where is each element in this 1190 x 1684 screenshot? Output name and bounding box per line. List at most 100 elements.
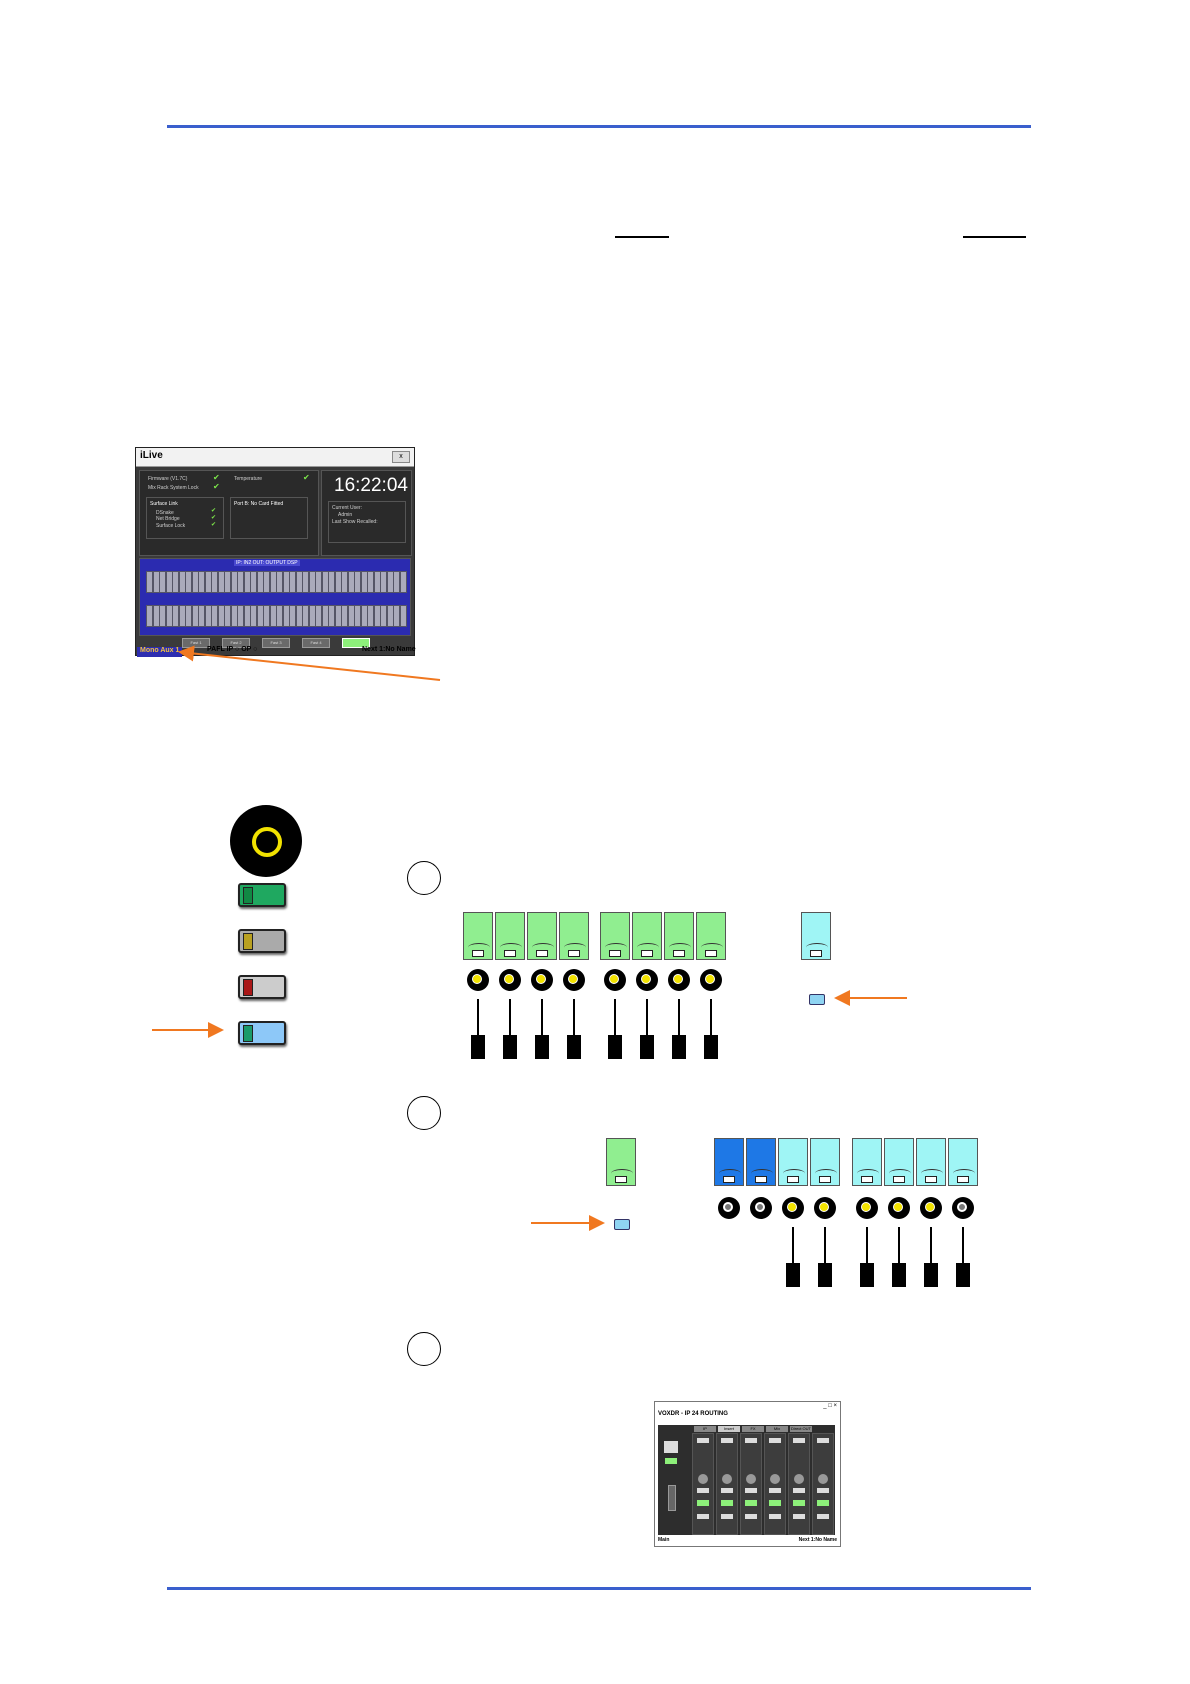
rotary-knob-icon[interactable] xyxy=(750,1197,772,1219)
fader[interactable] xyxy=(535,999,549,1059)
routing-tab[interactable]: Direct OUT xyxy=(790,1426,812,1432)
status-right: Next 1:No Name xyxy=(362,646,416,653)
fader[interactable] xyxy=(503,999,517,1059)
channel-strip[interactable] xyxy=(810,1138,840,1186)
close-button[interactable]: x xyxy=(392,451,410,463)
route-button[interactable] xyxy=(817,1438,829,1443)
channel-strip[interactable] xyxy=(916,1138,946,1186)
fader[interactable] xyxy=(860,1227,874,1287)
window-controls-icon[interactable]: _ □ × xyxy=(823,1403,837,1409)
rotary-knob-icon[interactable] xyxy=(636,969,658,991)
routing-tab[interactable]: Insert xyxy=(718,1426,740,1432)
fader[interactable] xyxy=(471,999,485,1059)
fast-2-button[interactable]: Fast 2 xyxy=(222,638,250,648)
knob-center xyxy=(819,1202,829,1212)
rotary-knob-icon[interactable] xyxy=(952,1197,974,1219)
check-icon: ✔ xyxy=(211,515,217,521)
fast-3-button[interactable]: Fast 3 xyxy=(262,638,290,648)
channel-strip[interactable] xyxy=(527,912,557,960)
channel-strip[interactable] xyxy=(746,1138,776,1186)
gain-knob-icon[interactable] xyxy=(818,1474,828,1484)
rotary-knob-icon[interactable] xyxy=(467,969,489,991)
mini-mix-key-icon[interactable] xyxy=(809,994,825,1005)
rotary-knob-icon[interactable] xyxy=(920,1197,942,1219)
knob-center xyxy=(957,1202,967,1212)
fader[interactable] xyxy=(640,999,654,1059)
route-on-button[interactable] xyxy=(697,1500,709,1506)
route-on-button[interactable] xyxy=(769,1500,781,1506)
gain-knob-icon[interactable] xyxy=(746,1474,756,1484)
rotary-knob-icon[interactable] xyxy=(700,969,722,991)
route-button[interactable] xyxy=(745,1488,757,1493)
meter-panel: IP: IN2 OUT: OUTPUT DSP xyxy=(139,558,411,636)
fast-4-button[interactable]: Fast 4 xyxy=(302,638,330,648)
channel-strip[interactable] xyxy=(463,912,493,960)
knob-center xyxy=(472,974,482,984)
fader[interactable] xyxy=(818,1227,832,1287)
rotary-knob-icon[interactable] xyxy=(814,1197,836,1219)
fader-cap xyxy=(535,1035,549,1059)
channel-strip[interactable] xyxy=(600,912,630,960)
rotary-knob-icon[interactable] xyxy=(563,969,585,991)
fader[interactable] xyxy=(786,1227,800,1287)
routing-tab[interactable]: Mix xyxy=(766,1426,788,1432)
channel-strip[interactable] xyxy=(852,1138,882,1186)
fader[interactable] xyxy=(672,999,686,1059)
route-on-button[interactable] xyxy=(721,1500,733,1506)
fader[interactable] xyxy=(892,1227,906,1287)
routing-tab[interactable]: FX xyxy=(742,1426,764,1432)
rotary-knob-icon[interactable] xyxy=(856,1197,878,1219)
route-button[interactable] xyxy=(697,1488,709,1493)
routing-tab[interactable]: IP xyxy=(694,1426,716,1432)
channel-strip[interactable] xyxy=(632,912,662,960)
fader-cap xyxy=(860,1263,874,1287)
channel-strip[interactable] xyxy=(559,912,589,960)
fader[interactable] xyxy=(956,1227,970,1287)
fader[interactable] xyxy=(924,1227,938,1287)
gain-knob-icon[interactable] xyxy=(770,1474,780,1484)
channel-strip[interactable] xyxy=(801,912,831,960)
channel-strip[interactable] xyxy=(664,912,694,960)
channel-strip[interactable] xyxy=(948,1138,978,1186)
route-button[interactable] xyxy=(697,1438,709,1443)
ilive-title: iLive xyxy=(140,450,163,461)
route-button[interactable] xyxy=(793,1438,805,1443)
fader[interactable] xyxy=(704,999,718,1059)
arrow-status xyxy=(178,645,441,681)
gain-knob-icon[interactable] xyxy=(722,1474,732,1484)
rotary-knob-icon[interactable] xyxy=(888,1197,910,1219)
channel-strip[interactable] xyxy=(778,1138,808,1186)
route-button[interactable] xyxy=(769,1438,781,1443)
source-toggle[interactable] xyxy=(665,1458,677,1464)
route-on-button[interactable] xyxy=(817,1500,829,1506)
rotary-knob-icon[interactable] xyxy=(531,969,553,991)
route-button[interactable] xyxy=(721,1488,733,1493)
rotary-knob-icon[interactable] xyxy=(782,1197,804,1219)
fader[interactable] xyxy=(608,999,622,1059)
channel-strip[interactable] xyxy=(884,1138,914,1186)
rotary-knob-icon[interactable] xyxy=(499,969,521,991)
channel-strip[interactable] xyxy=(495,912,525,960)
route-button[interactable] xyxy=(769,1488,781,1493)
fast-1-button[interactable]: Fast 1 xyxy=(182,638,210,648)
route-button[interactable] xyxy=(793,1488,805,1493)
rotary-knob-icon[interactable] xyxy=(604,969,626,991)
rotary-knob-icon[interactable] xyxy=(668,969,690,991)
gain-knob-icon[interactable] xyxy=(698,1474,708,1484)
channel-strip[interactable] xyxy=(714,1138,744,1186)
gain-knob-icon[interactable] xyxy=(794,1474,804,1484)
fader[interactable] xyxy=(567,999,581,1059)
source-fader[interactable] xyxy=(668,1485,676,1511)
route-on-button[interactable] xyxy=(793,1500,805,1506)
route-button[interactable] xyxy=(817,1488,829,1493)
channel-strip[interactable] xyxy=(696,912,726,960)
eq-curve xyxy=(532,943,554,952)
route-on-button[interactable] xyxy=(745,1500,757,1506)
routing-column xyxy=(740,1433,762,1535)
source-icon xyxy=(664,1441,678,1453)
route-button[interactable] xyxy=(721,1438,733,1443)
route-button[interactable] xyxy=(745,1438,757,1443)
rotary-knob-icon[interactable] xyxy=(718,1197,740,1219)
channel-strip[interactable] xyxy=(606,1138,636,1186)
mini-mix-key-icon[interactable] xyxy=(614,1219,630,1230)
